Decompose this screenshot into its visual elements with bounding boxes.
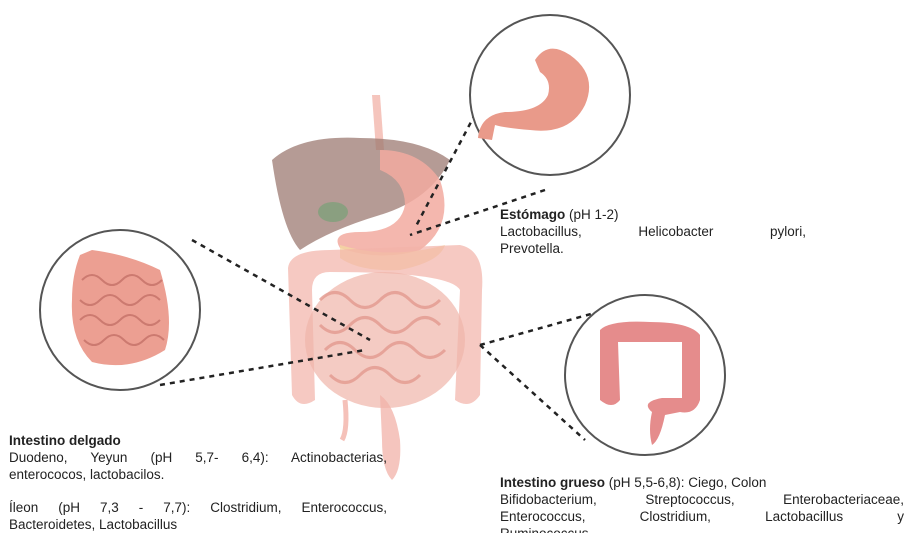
small-intestine-description: Intestino delgado Duodeno, Yeyun (pH 5,7… (9, 432, 387, 533)
small-intestine-duodeno-line2: enterococos, lactobacilos. (9, 466, 387, 483)
large-intestine-description: Intestino grueso (pH 5,5-6,8): Ciego, Co… (500, 474, 904, 533)
small-intestine-ileon-line1: Íleon (pH 7,3 - 7,7): Clostridium, Enter… (9, 499, 387, 516)
large-intestine-title: Intestino grueso (500, 475, 605, 490)
stomach-bacteria-line1: Lactobacillus, Helicobacter pylori, (500, 223, 806, 240)
stomach-ph: (pH 1-2) (565, 207, 618, 222)
small-intestine-title: Intestino delgado (9, 433, 121, 448)
stomach-description: Estómago (pH 1-2) Lactobacillus, Helicob… (500, 206, 806, 257)
small-intestine-ileon-line2: Bacteroidetes, Lactobacillus (9, 516, 387, 533)
large-intestine-bacteria-line1: Bifidobacterium, Streptococcus, Enteroba… (500, 491, 904, 508)
large-intestine-bacteria-line3: Ruminococcus (500, 525, 904, 533)
stomach-title: Estómago (500, 207, 565, 222)
stomach-bacteria-line2: Prevotella. (500, 240, 806, 257)
gallbladder (318, 202, 348, 222)
large-intestine-ph: (pH 5,5-6,8): Ciego, Colon (605, 475, 766, 490)
small-intestine-duodeno-line1: Duodeno, Yeyun (pH 5,7- 6,4): Actinobact… (9, 449, 387, 466)
large-intestine-circle (565, 295, 725, 455)
large-intestine-bacteria-line2: Enterococcus, Clostridium, Lactobacillus… (500, 508, 904, 525)
